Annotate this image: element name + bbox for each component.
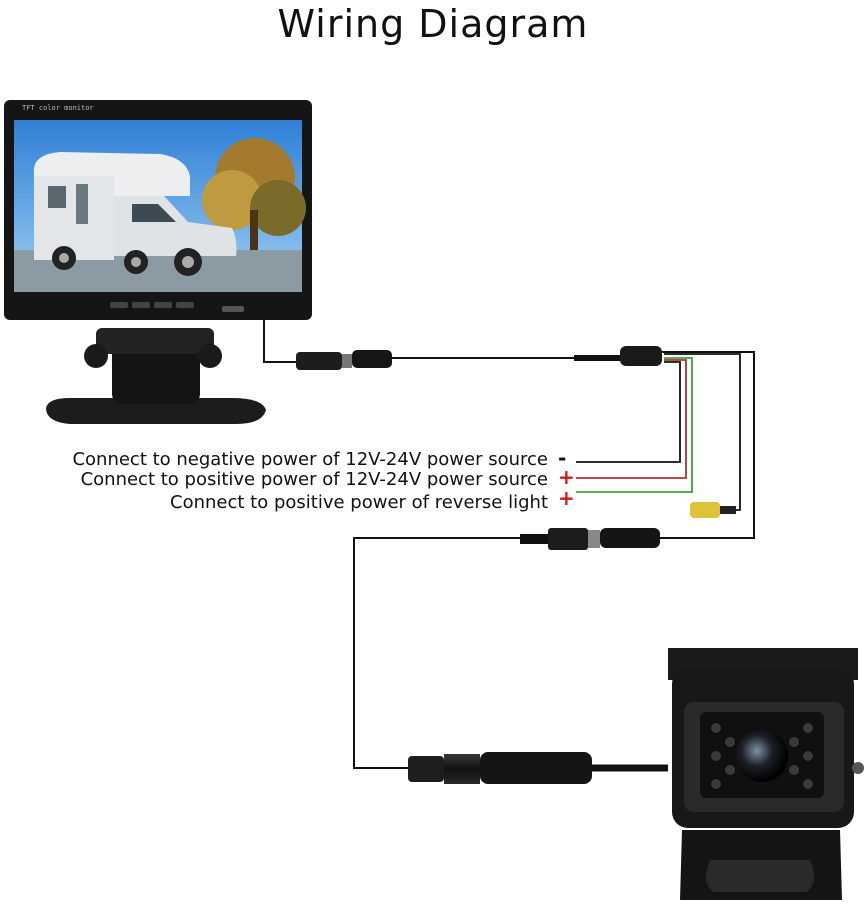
extension-connector: [520, 528, 660, 550]
rv-image: [34, 152, 237, 276]
video-cable: [263, 320, 755, 769]
monitor-buttons: [110, 302, 244, 312]
monitor-connector: [296, 350, 392, 370]
negative-power-label: Connect to negative power of 12V-24V pow…: [72, 449, 548, 470]
reverse-positive-sign: +: [558, 486, 575, 510]
rca-connector: [690, 502, 736, 518]
negative-sign: -: [558, 446, 567, 470]
monitor-bezel-label: TFT color monitor: [22, 104, 94, 112]
diagram-title: Wiring Diagram: [277, 2, 589, 46]
rear-camera: [668, 648, 864, 900]
power-wires: [576, 353, 741, 511]
camera-lens: [736, 730, 788, 782]
reverse-light-label: Connect to positive power of reverse lig…: [170, 492, 548, 513]
power-splitter: [574, 346, 662, 366]
monitor: TFT color monitor: [4, 100, 312, 424]
ir-leds: [711, 723, 813, 789]
positive-sign: +: [558, 465, 575, 489]
camera-connector: [408, 752, 592, 784]
positive-power-label: Connect to positive power of 12V-24V pow…: [80, 469, 548, 490]
